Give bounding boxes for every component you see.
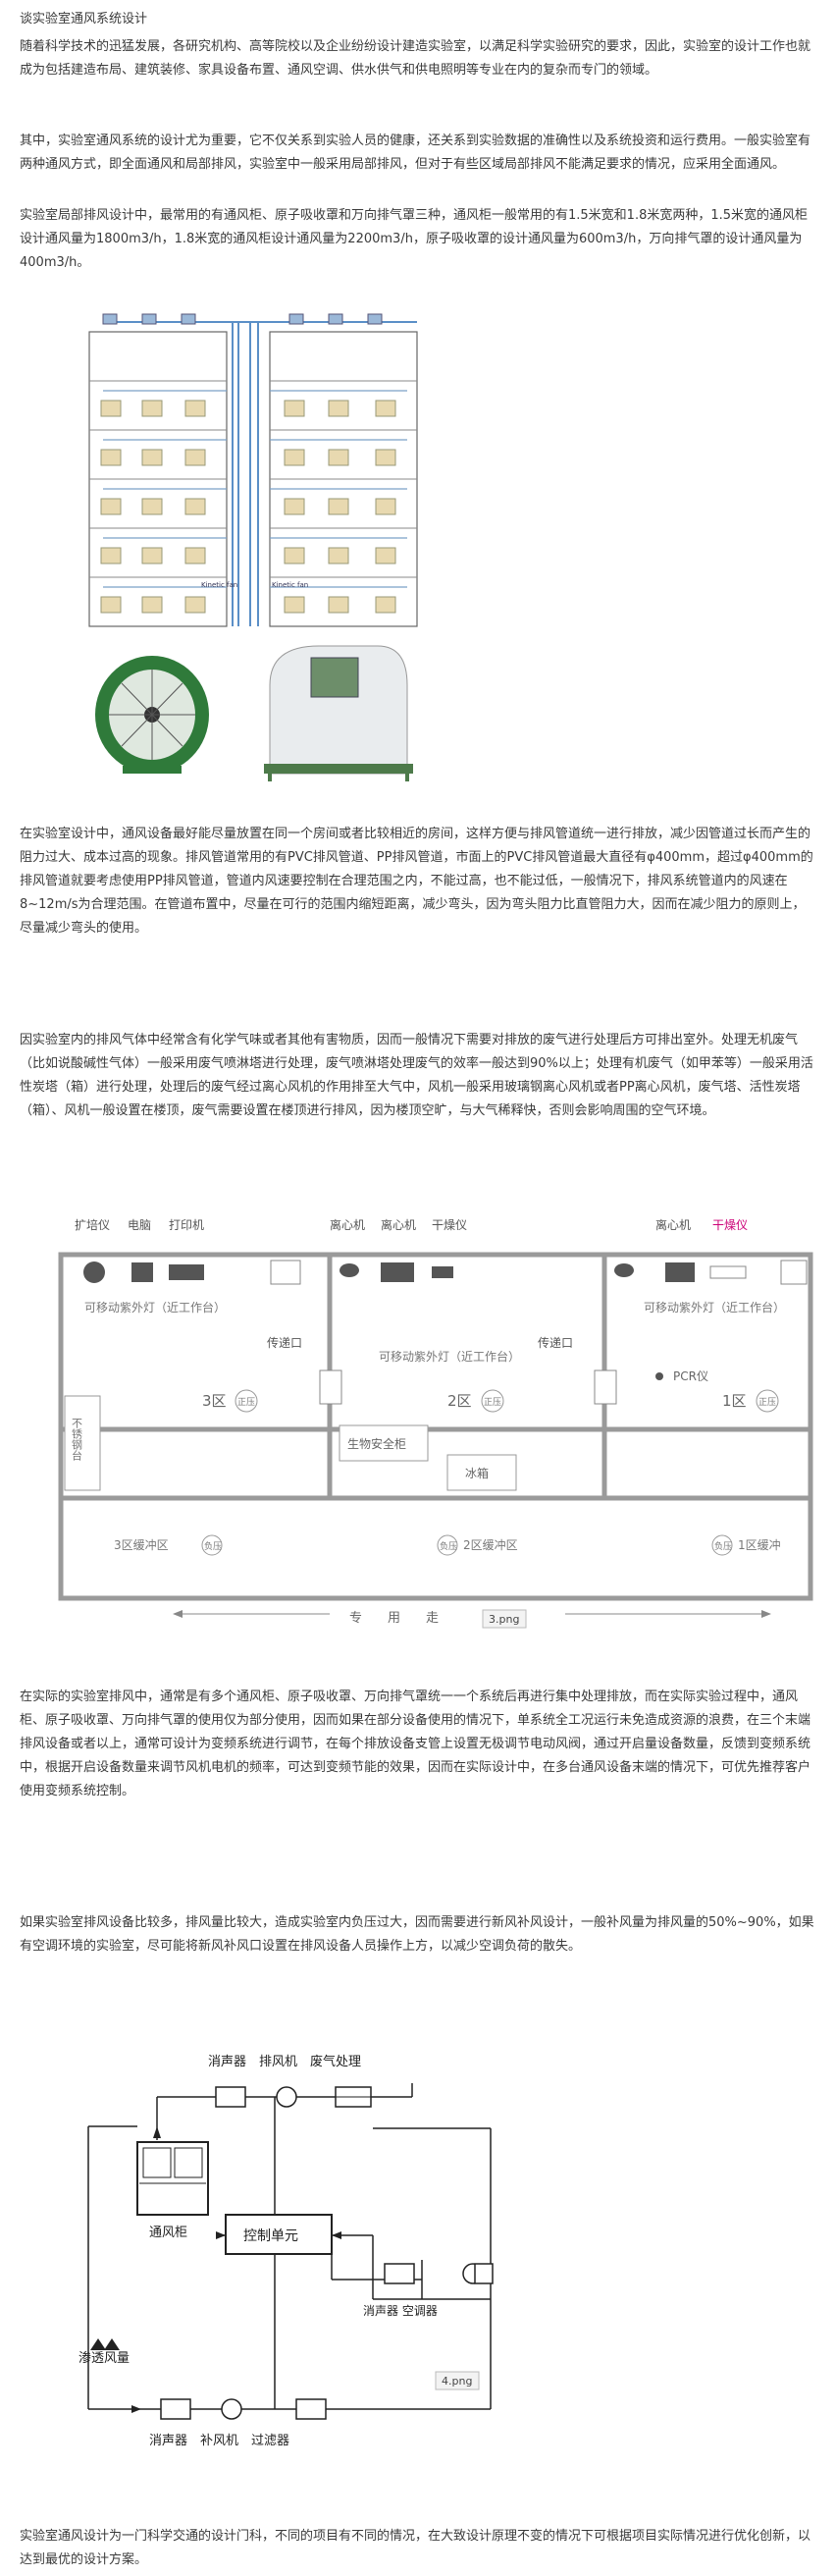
label-printer: 打印机	[169, 1218, 204, 1232]
bottom-equipment-label: 消声器 补风机 过滤器	[149, 2434, 289, 2448]
right-equipment-label: 消声器 空调器	[363, 2304, 438, 2318]
schematic-caption: 4.png	[442, 2375, 472, 2388]
paragraph-conclusion: 实验室通风设计为一门科学交通的设计门科，不同的项目有不同的情况，在大致设计原理不…	[20, 2529, 811, 2567]
leak-air-label: 渗透风量	[78, 2351, 130, 2366]
paragraph-duct-design: 在实验室设计中，通风设备最好能尽量放置在同一个房间或者比较相近的房间，这样方便与…	[20, 827, 813, 936]
label-centrifuge-1: 离心机	[330, 1217, 365, 1232]
paragraph-intro: 随着科学技术的迅猛发展，各研究机构、高等院校以及企业纷纷设计建造实验室，以满足科…	[20, 39, 811, 78]
zone-2-pressure: 正压	[484, 1397, 501, 1408]
buffer-1-label: 1区缓冲	[738, 1537, 781, 1552]
label-computer: 电脑	[128, 1218, 151, 1232]
label-incubator: 扩培仪	[75, 1217, 110, 1232]
building-ventilation-figure: Kinetic fan Kinetic fan	[83, 312, 437, 783]
zone-3-label: 3区	[202, 1392, 227, 1410]
kinetic-fan-label-left: Kinetic fan	[201, 581, 237, 589]
top-equipment-label: 消声器 排风机 废气处理	[208, 2054, 361, 2069]
zone-3-pressure: 正压	[237, 1397, 255, 1408]
label-centrifuge-2: 离心机	[381, 1217, 416, 1232]
building-ventilation-diagram: Kinetic fan Kinetic fan	[88, 313, 418, 781]
uv-lamp-label-zone3: 可移动紫外灯（近工作台）	[84, 1300, 226, 1315]
paragraph-makeup-air: 如果实验室排风设备比较多，排风量比较大，造成实验室内负压过大，因而需要进行新风补…	[20, 1915, 814, 1954]
corridor-label: 专 用 走	[349, 1611, 439, 1626]
control-unit-label: 控制单元	[243, 2228, 298, 2244]
axial-fan-icon	[95, 656, 209, 774]
buffer-1-pressure: 负压	[714, 1540, 732, 1552]
buffer-2-label: 2区缓冲区	[463, 1537, 518, 1552]
zone-2-label: 2区	[447, 1392, 472, 1410]
buffer-2-pressure: 负压	[440, 1540, 457, 1552]
fridge-label: 冰箱	[465, 1466, 489, 1480]
paragraph-exhaust-treatment: 因实验室内的排风气体中经常含有化学气味或者其他有害物质，因而一般情况下需要对排放…	[20, 1033, 813, 1118]
label-dryer-2: 干燥仪	[712, 1218, 748, 1232]
buffer-3-pressure: 负压	[204, 1540, 222, 1552]
zone-1-pressure: 正压	[758, 1397, 776, 1408]
paragraph-variable-frequency: 在实际的实验室排风中，通常是有多个通风柜、原子吸收罩、万向排气罩统一一个系统后再…	[20, 1690, 811, 1798]
centrifugal-fan-icon	[264, 645, 413, 781]
uv-lamp-label-zone1: 可移动紫外灯（近工作台）	[644, 1300, 785, 1315]
bio-cabinet-label: 生物安全柜	[347, 1436, 406, 1451]
kinetic-fan-label-right: Kinetic fan	[272, 581, 308, 589]
lab-floorplan-figure: 扩培仪 电脑 打印机 离心机 离心机 干燥仪 离心机 干燥仪 可移动紫外灯（近工…	[55, 1204, 816, 1647]
pass-box-label-left: 传递口	[267, 1335, 302, 1350]
pcr-label: PCR仪	[673, 1369, 708, 1383]
hood-label: 通风柜	[149, 2226, 187, 2240]
paragraph-ventilation-types: 其中，实验室通风系统的设计尤为重要，它不仅关系到实验人员的健康，还关系到实验数据…	[20, 134, 811, 172]
paragraph-local-exhaust: 实验室局部排风设计中，最常用的有通风柜、原子吸收罩和万向排气罩三种，通风柜一般常…	[20, 208, 809, 270]
label-centrifuge-3: 离心机	[655, 1217, 691, 1232]
sink-label: 不锈钢台	[71, 1418, 83, 1461]
floorplan-caption: 3.png	[489, 1613, 519, 1626]
lab-floorplan-diagram: 扩培仪 电脑 打印机 离心机 离心机 干燥仪 离心机 干燥仪 可移动紫外灯（近工…	[58, 1217, 813, 1629]
ventilation-schematic-diagram: 消声器 排风机 废气处理	[78, 2054, 494, 2448]
buffer-3-label: 3区缓冲区	[114, 1537, 169, 1552]
uv-lamp-label-zone2: 可移动紫外灯（近工作台）	[379, 1349, 520, 1364]
ventilation-schematic-figure: 消声器 排风机 废气处理	[78, 2044, 549, 2456]
article-title: 谈实验室通风系统设计	[20, 12, 148, 27]
label-dryer-1: 干燥仪	[432, 1218, 467, 1232]
zone-1-label: 1区	[722, 1392, 747, 1410]
pass-box-label-right: 传递口	[538, 1335, 573, 1350]
